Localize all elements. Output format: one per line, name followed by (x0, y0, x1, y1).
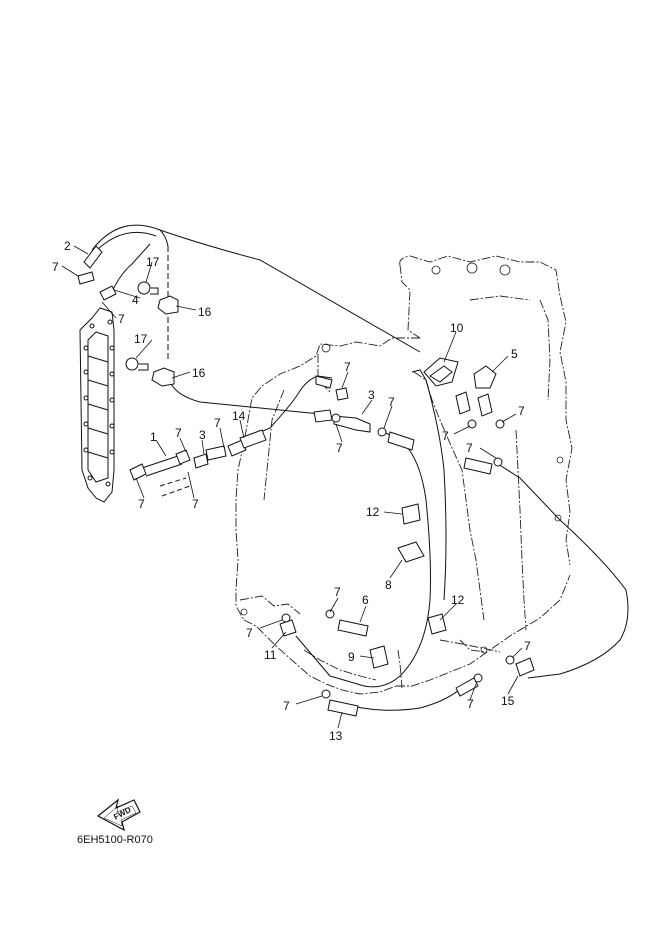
callout-16: 16 (198, 305, 212, 319)
engine-bosses (240, 262, 564, 654)
callout-7: 7 (442, 429, 449, 443)
callout-7: 7 (246, 626, 253, 640)
callout-12: 12 (366, 505, 380, 519)
callout-7: 7 (518, 404, 525, 418)
callout-7: 7 (344, 360, 351, 374)
callout-7: 7 (334, 585, 341, 599)
callout-7: 7 (52, 260, 59, 274)
callout-7: 7 (524, 639, 531, 653)
hoses (85, 224, 629, 711)
callout-7: 7 (336, 441, 343, 455)
callout-9: 9 (348, 650, 355, 664)
callout-7: 7 (466, 441, 473, 455)
callout-7: 7 (118, 312, 125, 326)
exhaust-cover-plate (79, 307, 115, 503)
callout-7: 7 (138, 497, 145, 511)
callout-14: 14 (232, 409, 246, 423)
callout-5: 5 (511, 347, 518, 361)
callout-3: 3 (199, 428, 206, 442)
leader-lines (61, 245, 523, 729)
callout-16: 16 (192, 366, 206, 380)
callout-6: 6 (362, 593, 369, 607)
callout-4: 4 (132, 293, 139, 307)
engine-block-outline (235, 255, 573, 695)
callout-7: 7 (388, 395, 395, 409)
callout-3: 3 (368, 388, 375, 402)
callout-8: 8 (385, 578, 392, 592)
callout-7: 7 (467, 697, 474, 711)
callout-7: 7 (175, 426, 182, 440)
callout-12: 12 (451, 593, 465, 607)
callout-11: 11 (264, 648, 277, 662)
callout-17: 17 (134, 332, 148, 346)
callout-15: 15 (501, 694, 515, 708)
callout-7: 7 (192, 497, 199, 511)
diagram-code: 6EH5100-R070 (77, 834, 153, 846)
callout-labels: 2 7 4 17 16 7 17 16 1 7 3 7 14 7 7 7 3 7… (52, 239, 531, 743)
callout-2: 2 (64, 239, 71, 253)
callout-7: 7 (214, 416, 221, 430)
callout-13: 13 (329, 729, 343, 743)
fwd-arrow-icon: FWD (96, 798, 141, 832)
callout-1: 1 (150, 430, 157, 444)
parts (77, 245, 535, 717)
callout-17: 17 (146, 255, 160, 269)
callout-7: 7 (283, 699, 290, 713)
callout-10: 10 (450, 321, 464, 335)
